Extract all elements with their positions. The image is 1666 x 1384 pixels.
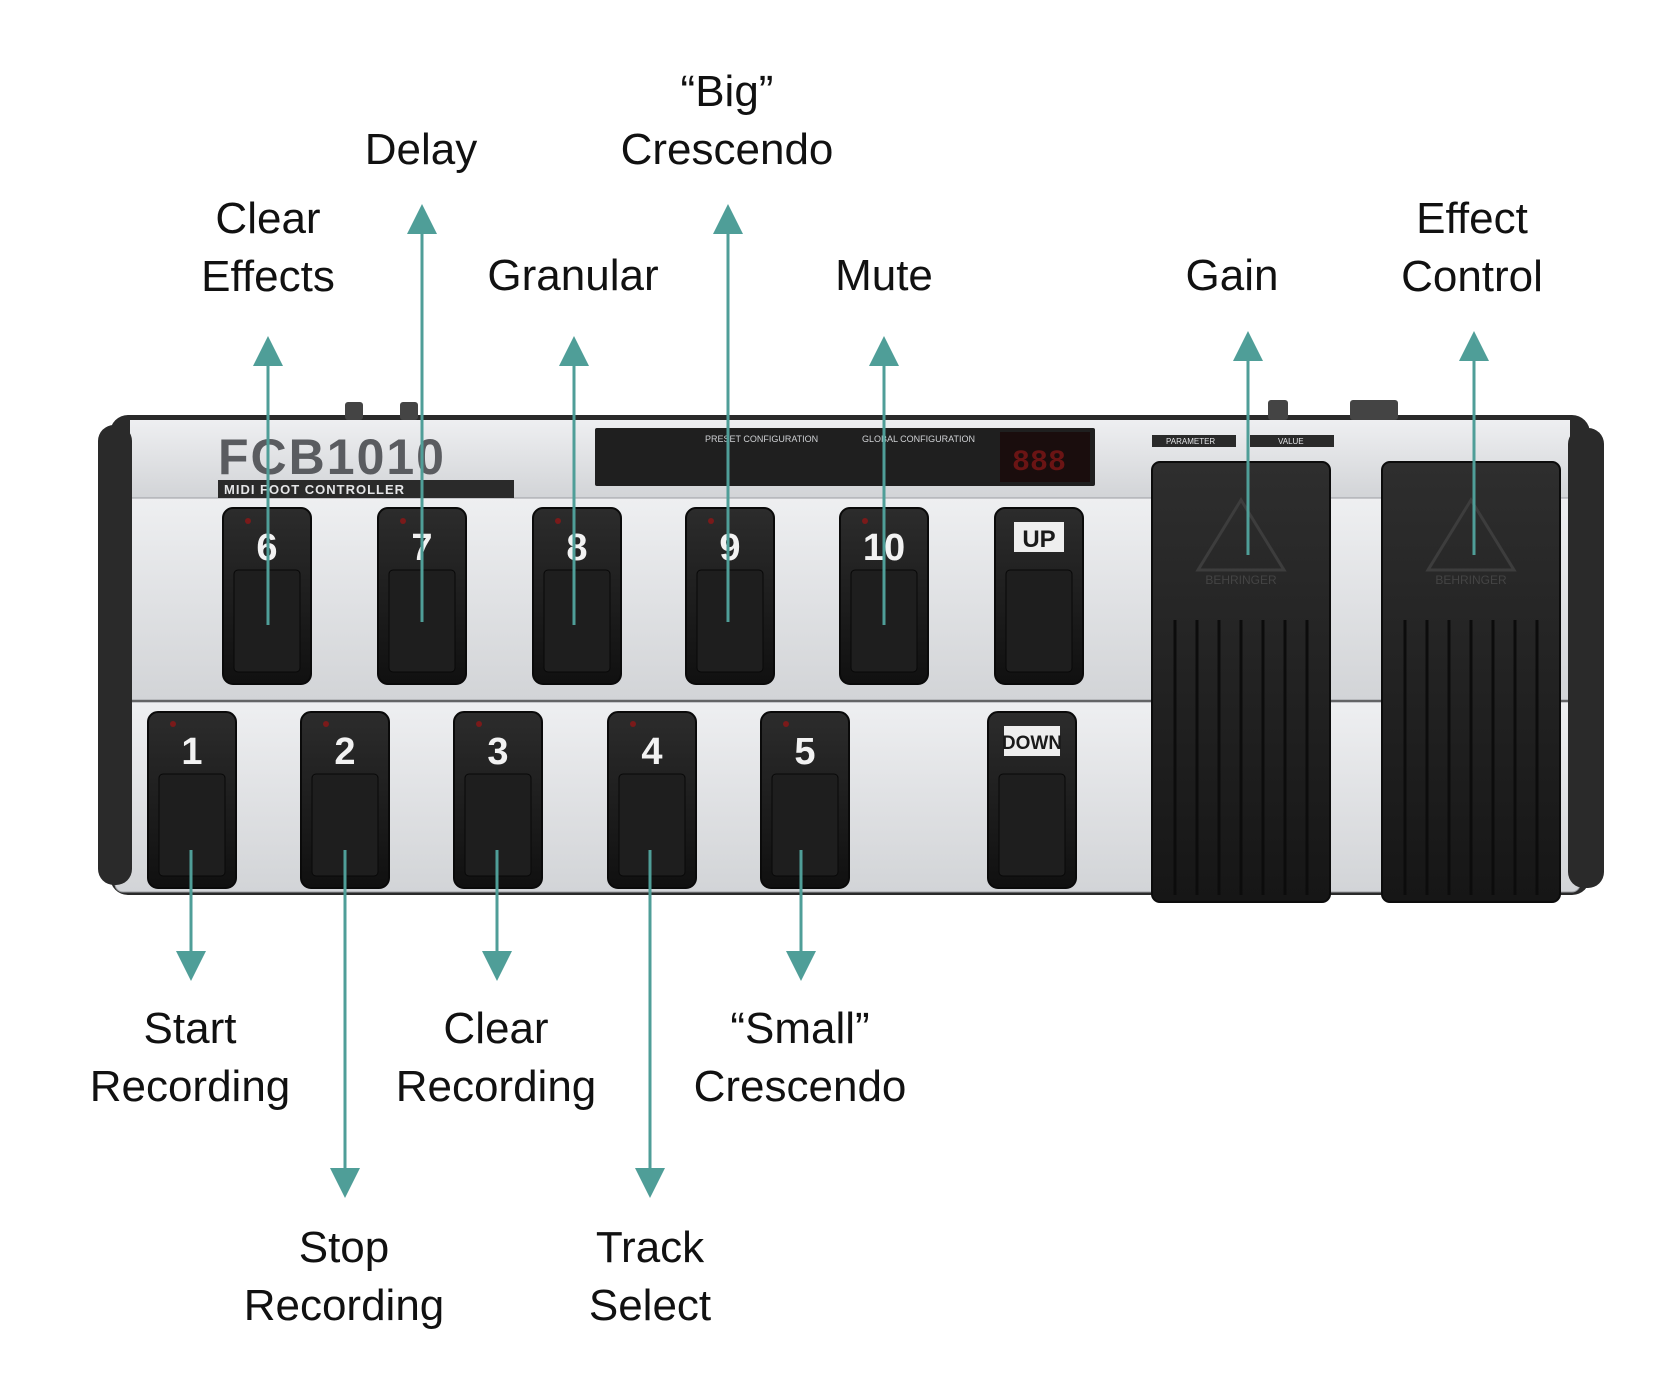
top-connector	[345, 402, 363, 420]
label-granular: Granular	[413, 247, 733, 305]
label-line: Granular	[487, 251, 659, 300]
footswitch-2[interactable]: 2	[300, 711, 390, 889]
global-config-label: GLOBAL CONFIGURATION	[862, 434, 975, 444]
footswitch-label: 3	[487, 731, 508, 773]
top-connector	[1268, 400, 1288, 420]
label-line: Effects	[201, 252, 335, 301]
label-line: Recording	[89, 1062, 291, 1111]
label-line: Crescendo	[620, 125, 834, 174]
footswitch-down[interactable]: DOWN	[987, 711, 1077, 889]
footswitch-4[interactable]: 4	[607, 711, 697, 889]
label-line: Recording	[243, 1281, 445, 1330]
label-line: “Big”	[680, 67, 774, 116]
footswitch-label: 2	[334, 731, 355, 773]
annotation-arrows	[176, 204, 1489, 1198]
footswitch-label: 8	[566, 527, 587, 569]
label-line: Track	[595, 1223, 705, 1272]
led-display	[1000, 432, 1090, 482]
footswitch-label: 5	[794, 731, 815, 773]
right-end-cap	[1568, 428, 1604, 888]
logo-sub-plate	[218, 480, 514, 498]
logo-model: FCB1010	[218, 429, 446, 485]
pedal-brand: BEHRINGER	[1205, 573, 1277, 587]
footswitch-9[interactable]: 9	[685, 507, 775, 685]
label-clear-recording: Clear Recording	[336, 1000, 656, 1116]
label-stop-recording: Stop Recording	[184, 1219, 504, 1335]
label-line: “Small”	[730, 1004, 870, 1053]
label-line: Stop	[298, 1223, 390, 1272]
value-label: VALUE	[1278, 437, 1304, 446]
label-line: Delay	[364, 125, 478, 174]
label-line: Effect	[1416, 194, 1528, 243]
footswitch-1[interactable]: 1	[147, 711, 237, 889]
parameter-plate	[1152, 435, 1236, 447]
label-big-crescendo: “Big” Crescendo	[567, 63, 887, 179]
label-effect-control: Effect Control	[1312, 190, 1632, 306]
expression-pedal-a[interactable]: BEHRINGER	[1151, 461, 1331, 903]
footswitch-3[interactable]: 3	[453, 711, 543, 889]
label-line: Start	[143, 1004, 237, 1053]
label-track-select: Track Select	[490, 1219, 810, 1335]
label-line: Gain	[1185, 251, 1279, 300]
label-line: Clear	[443, 1004, 549, 1053]
config-panel	[595, 428, 1095, 486]
label-gain: Gain	[1072, 247, 1392, 305]
footswitch-label: 1	[181, 731, 202, 773]
led-display-digits: 888	[1012, 446, 1066, 480]
label-line: Select	[588, 1281, 712, 1330]
expression-pedal-b[interactable]: BEHRINGER	[1381, 461, 1561, 903]
label-small-crescendo: “Small” Crescendo	[640, 1000, 960, 1116]
footswitch-8[interactable]: 8	[532, 507, 622, 685]
parameter-label: PARAMETER	[1166, 437, 1215, 446]
label-clear-effects: Clear Effects	[108, 190, 428, 306]
value-plate	[1250, 435, 1334, 447]
top-connector	[400, 402, 418, 420]
label-line: Clear	[215, 194, 321, 243]
pedal-grip	[1173, 620, 1309, 895]
pedal-grip	[1403, 620, 1539, 895]
pedal-brand: BEHRINGER	[1435, 573, 1507, 587]
footswitch-label: DOWN	[1002, 733, 1062, 754]
label-mute: Mute	[724, 247, 1044, 305]
footswitch-up[interactable]: UP	[994, 507, 1084, 685]
label-line: Crescendo	[693, 1062, 907, 1111]
footswitch-label: 9	[719, 527, 740, 569]
left-end-cap	[98, 425, 132, 885]
label-line: Control	[1401, 252, 1543, 301]
label-line: Mute	[835, 251, 933, 300]
label-line: Recording	[395, 1062, 597, 1111]
preset-config-label: PRESET CONFIGURATION	[705, 434, 818, 444]
logo-sub: MIDI FOOT CONTROLLER	[224, 482, 405, 497]
footswitch-5[interactable]: 5	[760, 711, 850, 889]
label-start-recording: Start Recording	[30, 1000, 350, 1116]
footswitch-label: 4	[641, 731, 662, 773]
footswitch-label: UP	[1022, 526, 1055, 553]
label-delay: Delay	[261, 121, 581, 179]
top-connector	[1350, 400, 1398, 420]
